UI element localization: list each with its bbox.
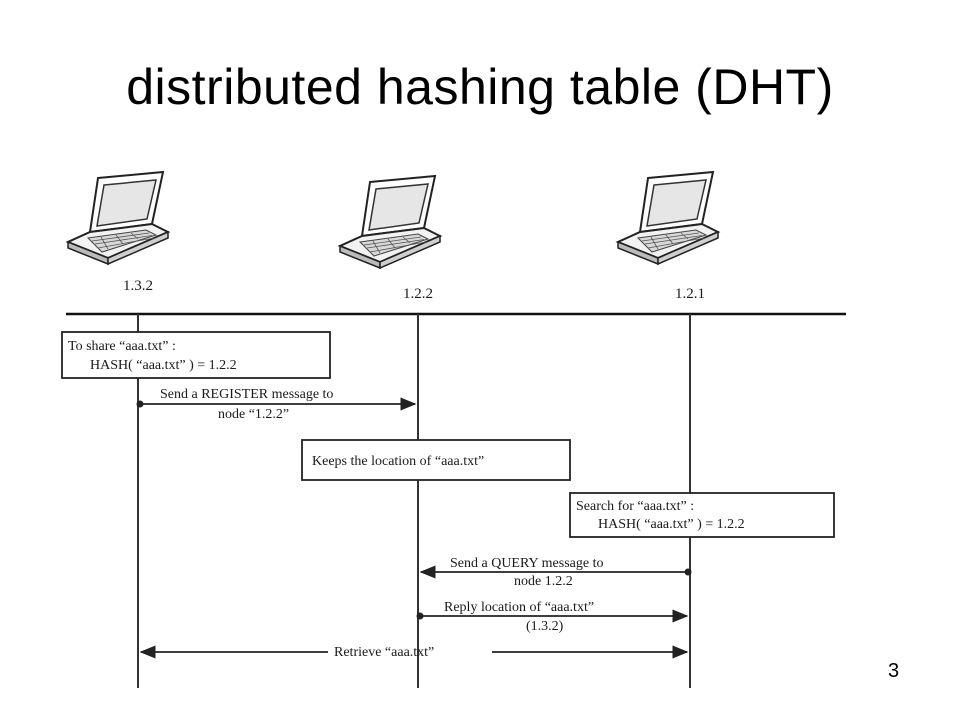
reply-label-line1: Reply location of “aaa.txt” xyxy=(444,600,594,615)
query-label-line2: node 1.2.2 xyxy=(514,574,573,589)
laptop-icon xyxy=(339,175,441,269)
laptop-icon xyxy=(617,171,719,265)
reply-message: Reply location of “aaa.txt” (1.3.2) xyxy=(416,600,689,634)
search-box: Search for “aaa.txt” : HASH( “aaa.txt” )… xyxy=(569,492,835,538)
retrieve-label: Retrieve “aaa.txt” xyxy=(334,645,434,660)
register-message: Send a REGISTER message to node “1.2.2” xyxy=(136,387,417,422)
register-label-line2: node “1.2.2” xyxy=(218,407,289,422)
retrieve-message: Retrieve “aaa.txt” xyxy=(139,645,689,660)
keeps-box-text: Keeps the location of “aaa.txt” xyxy=(312,454,484,469)
share-box: To share “aaa.txt” : HASH( “aaa.txt” ) =… xyxy=(61,331,331,379)
slide-title: distributed hashing table (DHT) xyxy=(126,59,834,115)
share-box-line2: HASH( “aaa.txt” ) = 1.2.2 xyxy=(90,358,237,373)
node-label: 1.3.2 xyxy=(123,278,153,294)
node-label: 1.2.1 xyxy=(675,286,705,302)
query-label-line1: Send a QUERY message to xyxy=(450,556,603,571)
page-number: 3 xyxy=(888,660,900,682)
search-box-line1: Search for “aaa.txt” : xyxy=(576,499,694,514)
reply-label-line2: (1.3.2) xyxy=(526,619,564,634)
keeps-box: Keeps the location of “aaa.txt” xyxy=(301,439,571,481)
register-label-line1: Send a REGISTER message to xyxy=(160,387,333,402)
laptop-icon xyxy=(67,171,169,265)
query-message: Send a QUERY message to node 1.2.2 xyxy=(419,556,692,589)
node-label: 1.2.2 xyxy=(403,286,433,302)
search-box-line2: HASH( “aaa.txt” ) = 1.2.2 xyxy=(598,517,745,532)
share-box-line1: To share “aaa.txt” : xyxy=(68,339,176,354)
